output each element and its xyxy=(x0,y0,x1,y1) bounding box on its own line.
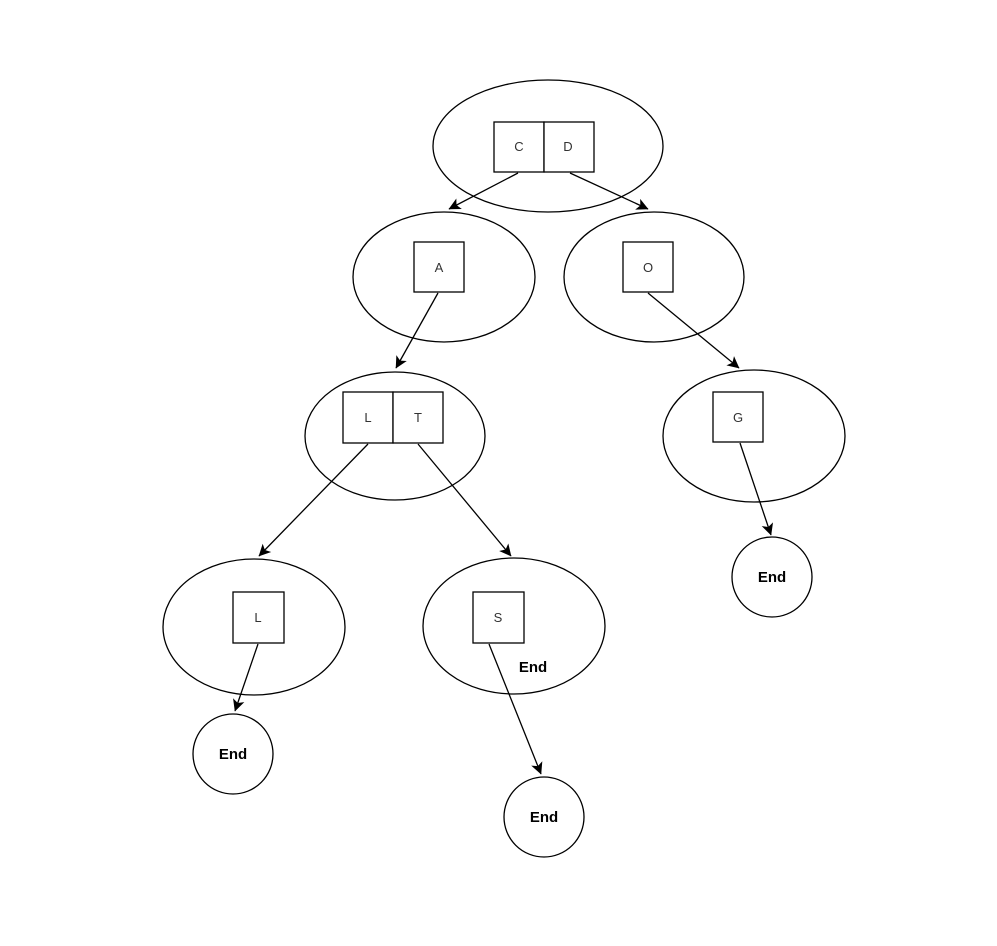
end-circle-after-s xyxy=(503,776,585,858)
edges xyxy=(233,172,774,775)
node-lt-letter-t: T xyxy=(414,410,422,425)
edge-lower-l-to-end xyxy=(233,643,259,712)
node-lt-cell-l xyxy=(342,391,394,444)
node-l: L xyxy=(162,558,346,696)
node-g: G xyxy=(662,369,846,503)
end-circle-after-l xyxy=(192,713,274,795)
node-a-letter: A xyxy=(435,260,444,275)
node-l-cell xyxy=(232,591,285,644)
node-o-letter: O xyxy=(643,260,653,275)
node-a-cell xyxy=(413,241,465,293)
node-l-letter: L xyxy=(254,610,261,625)
node-s-letter: S xyxy=(494,610,503,625)
node-g-cell xyxy=(712,391,764,443)
node-lt-letter-l: L xyxy=(364,410,371,425)
end-label-after-l: End xyxy=(219,746,247,763)
node-s: S End xyxy=(422,557,606,695)
end-label-after-g: End xyxy=(758,569,786,586)
node-root-letter-d: D xyxy=(563,139,572,154)
edge-o-to-g xyxy=(647,292,740,369)
node-end-after-g: End xyxy=(731,536,813,618)
edge-c-to-a xyxy=(448,172,519,210)
node-lt: L T xyxy=(304,371,486,501)
edge-s-to-end xyxy=(488,643,543,775)
end-label-after-s: End xyxy=(530,809,558,826)
node-lt-cell-t xyxy=(392,391,444,444)
node-end-after-s: End xyxy=(503,776,585,858)
node-g-letter: G xyxy=(733,410,743,425)
edge-a-to-lt xyxy=(395,292,439,369)
end-circle-after-g xyxy=(731,536,813,618)
node-end-after-l: End xyxy=(192,713,274,795)
edge-d-to-o xyxy=(569,172,649,210)
node-root-cell-c xyxy=(493,121,545,173)
node-root: C D xyxy=(432,79,664,213)
edge-g-to-end xyxy=(739,442,774,536)
node-o-cell xyxy=(622,241,674,293)
edge-t-to-s xyxy=(417,443,512,557)
node-s-cell xyxy=(472,591,525,644)
node-root-cell-d xyxy=(543,121,595,173)
node-a: A xyxy=(352,211,536,343)
node-root-letter-c: C xyxy=(514,139,523,154)
edge-l-to-lower-l xyxy=(258,443,369,557)
node-o: O xyxy=(563,211,745,343)
node-s-inline-end-label: End xyxy=(519,659,547,676)
